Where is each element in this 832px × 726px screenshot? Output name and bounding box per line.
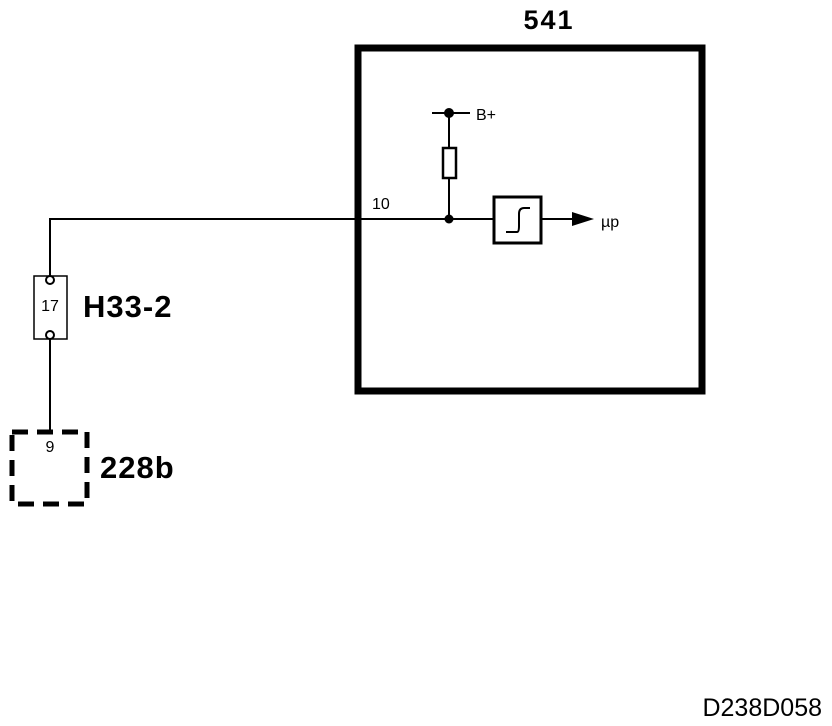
component-228b-box [9, 429, 90, 507]
output-label: µp [601, 214, 619, 231]
connector-pin-label: 17 [41, 298, 59, 315]
schmitt-trigger-block [492, 195, 543, 245]
supply-label: B+ [476, 107, 496, 124]
component-name-label: 228b [100, 450, 175, 485]
module-pin-label: 10 [372, 196, 390, 213]
connector-terminal-bottom [45, 330, 55, 340]
pull-up-resistor [441, 146, 458, 180]
output-arrow-icon [572, 212, 594, 226]
signal-wire [49, 218, 449, 276]
connector-terminal-top [45, 275, 55, 285]
connector-h33-2 [33, 275, 68, 340]
schmitt-trigger-icon [506, 207, 530, 233]
connector-name-label: H33-2 [83, 289, 172, 324]
drawing-reference-label: D238D058 [702, 694, 822, 722]
module-number-label: 541 [523, 5, 574, 35]
component-pin-label: 9 [46, 439, 55, 456]
